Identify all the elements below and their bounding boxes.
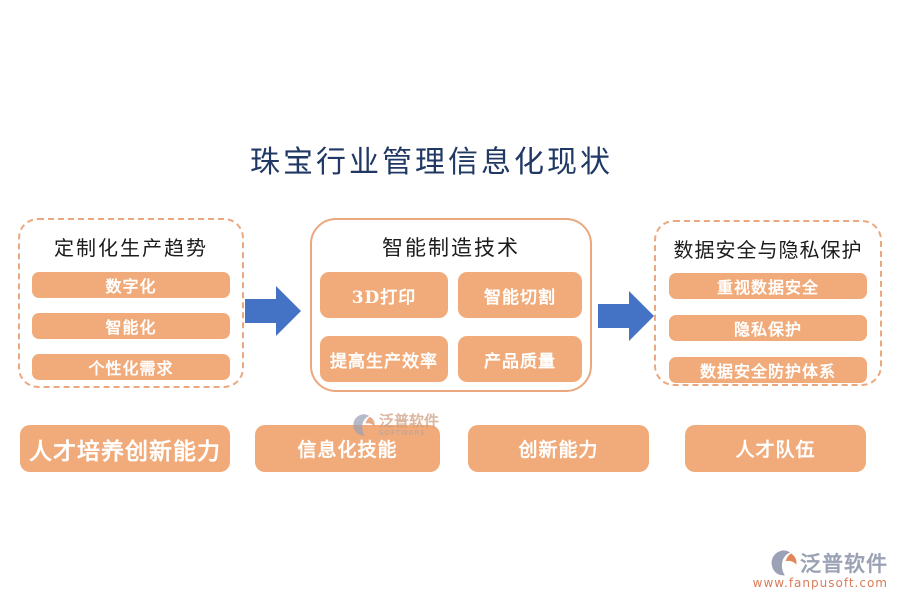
item-pill: 产品质量 [458, 336, 582, 382]
item-pill: 智能切割 [458, 272, 582, 318]
brand-text: 泛普软件 [379, 412, 440, 430]
item-pill: 3D打印 [320, 272, 448, 318]
right-arrow-icon [598, 291, 654, 341]
box-title: 数据安全与隐私保护 [673, 238, 863, 262]
item-pill: 智能化 [32, 313, 230, 339]
box-custom-production-trend: 定制化生产趋势 数字化 智能化 个性化需求 [18, 218, 244, 388]
site-url: www.fanpusoft.com [752, 576, 888, 590]
bottom-button-talent-innovation: 人才培养创新能力 [20, 425, 230, 472]
pill-list: 数字化 智能化 个性化需求 [20, 272, 242, 380]
tech-grid: 3D打印 智能切割 提高生产效率 产品质量 [312, 272, 590, 382]
item-pill: 数字化 [32, 272, 230, 298]
bottom-button-innovation: 创新能力 [468, 425, 649, 472]
item-pill: 隐私保护 [669, 315, 867, 341]
page-title: 珠宝行业管理信息化现状 [250, 145, 613, 180]
box-title: 定制化生产趋势 [54, 236, 208, 260]
bottom-button-it-skills: 信息化技能 [255, 425, 440, 472]
fanpu-logo-icon [353, 414, 375, 436]
watermark-center: 泛普软件 SOFTWARE [352, 413, 439, 437]
item-pill: 提高生产效率 [320, 336, 448, 382]
fanpu-logo-icon [771, 550, 797, 576]
software-label: SOFTWARE [379, 429, 426, 437]
item-pill: 数据安全防护体系 [669, 357, 867, 383]
brand-text: 泛普软件 [800, 552, 888, 576]
item-pill: 重视数据安全 [669, 273, 867, 299]
box-data-security-privacy: 数据安全与隐私保护 重视数据安全 隐私保护 数据安全防护体系 [654, 220, 882, 386]
right-arrow-icon [245, 286, 301, 336]
box-title: 智能制造技术 [382, 236, 520, 260]
item-pill: 个性化需求 [32, 354, 230, 380]
watermark-text: 泛普软件 SOFTWARE [379, 413, 439, 437]
box-smart-manufacturing: 智能制造技术 3D打印 智能切割 提高生产效率 产品质量 [310, 218, 592, 392]
pill-list: 重视数据安全 隐私保护 数据安全防护体系 [656, 273, 880, 383]
watermark-corner: 泛普软件 www.fanpusoft.com [753, 548, 888, 590]
bottom-button-talent-team: 人才队伍 [685, 425, 866, 472]
